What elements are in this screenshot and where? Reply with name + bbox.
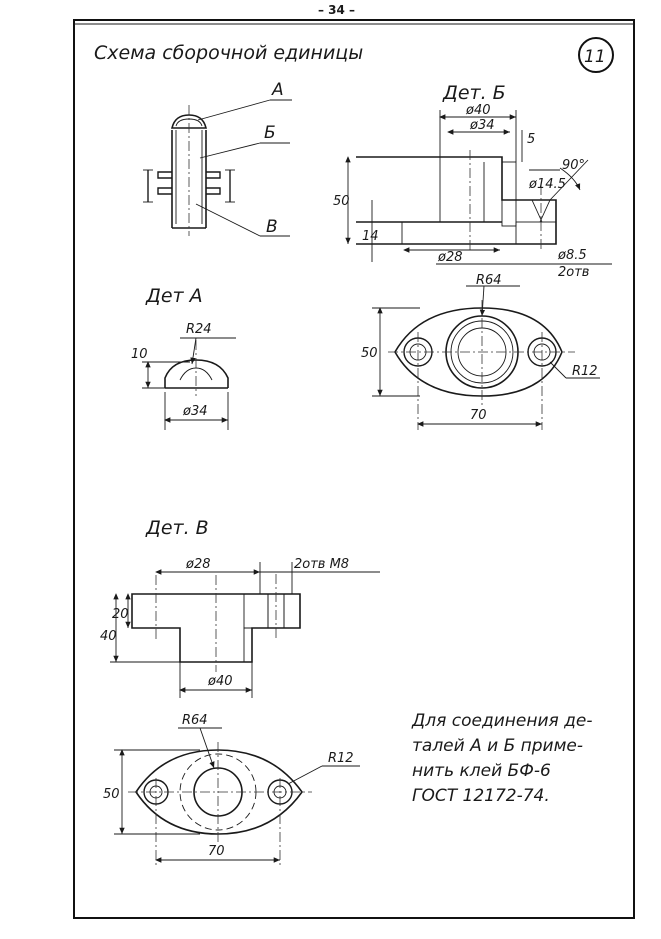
note-line-1: Для соединения де- — [411, 711, 593, 731]
part-a-view — [142, 337, 236, 430]
dim-b-five: 5 — [527, 132, 535, 147]
part-v-title: Дет. В — [145, 517, 209, 539]
part-v-plan — [128, 742, 312, 866]
note-line-3: нить клей БФ-6 — [412, 761, 551, 781]
dim-b-d34: ø34 — [469, 118, 495, 133]
dim-v-d40: ø40 — [207, 674, 233, 689]
dim-b-holes: 2отв — [558, 265, 589, 280]
dim-a-r24: R24 — [186, 322, 212, 337]
svg-text:11: 11 — [584, 47, 606, 67]
dim-b-r64: R64 — [476, 273, 502, 288]
part-b-plan-dims — [372, 285, 600, 427]
dim-v-r12: R12 — [328, 751, 354, 766]
dim-v-h20: 20 — [112, 607, 129, 622]
assembly-scheme — [143, 99, 292, 237]
dim-a-h10: 10 — [131, 347, 148, 362]
part-a-title: Дет А — [145, 285, 203, 307]
dim-b-d85: ø8.5 — [557, 248, 587, 263]
page-number: – 34 – — [318, 3, 355, 17]
dim-b-w50: 50 — [361, 346, 378, 361]
callout-b: Б — [264, 123, 276, 143]
part-b-title: Дет. Б — [442, 82, 506, 104]
note-line-4: ГОСТ 12172-74. — [412, 786, 550, 806]
dim-v-d28: ø28 — [185, 557, 211, 572]
dim-b-h50: 50 — [333, 194, 350, 209]
dim-v-r64: R64 — [182, 713, 208, 728]
sheet-number-badge: 11 — [578, 37, 614, 73]
dim-b-d40: ø40 — [465, 103, 491, 118]
assembly-note: Для соединения де- талей А и Б приме- ни… — [411, 711, 593, 806]
callout-a: А — [271, 80, 284, 100]
dim-v-w50: 50 — [103, 787, 120, 802]
part-v-plan-dims — [114, 727, 360, 863]
part-v-section — [131, 574, 301, 672]
dim-v-h40: 40 — [100, 629, 117, 644]
dim-b-d28: ø28 — [437, 250, 463, 265]
dim-v-holes: 2отв М8 — [294, 557, 349, 572]
callout-v: В — [266, 217, 278, 237]
part-b-plan — [388, 300, 575, 430]
dim-b-angle: 90° — [562, 158, 585, 173]
dim-b-d14: ø14.5 — [528, 177, 566, 192]
part-v-section-dims — [110, 562, 380, 698]
dim-a-d34: ø34 — [182, 404, 208, 419]
part-b-section-dims — [345, 114, 612, 265]
part-b-section — [356, 110, 557, 252]
assembly-title: Схема сборочной единицы — [94, 42, 363, 64]
sheet-frame — [73, 19, 635, 919]
dim-b-w70: 70 — [470, 408, 487, 423]
note-line-2: талей А и Б приме- — [412, 736, 583, 756]
dim-v-w70: 70 — [208, 844, 225, 859]
dim-b-h14: 14 — [362, 229, 379, 244]
dim-b-r12: R12 — [572, 364, 598, 379]
